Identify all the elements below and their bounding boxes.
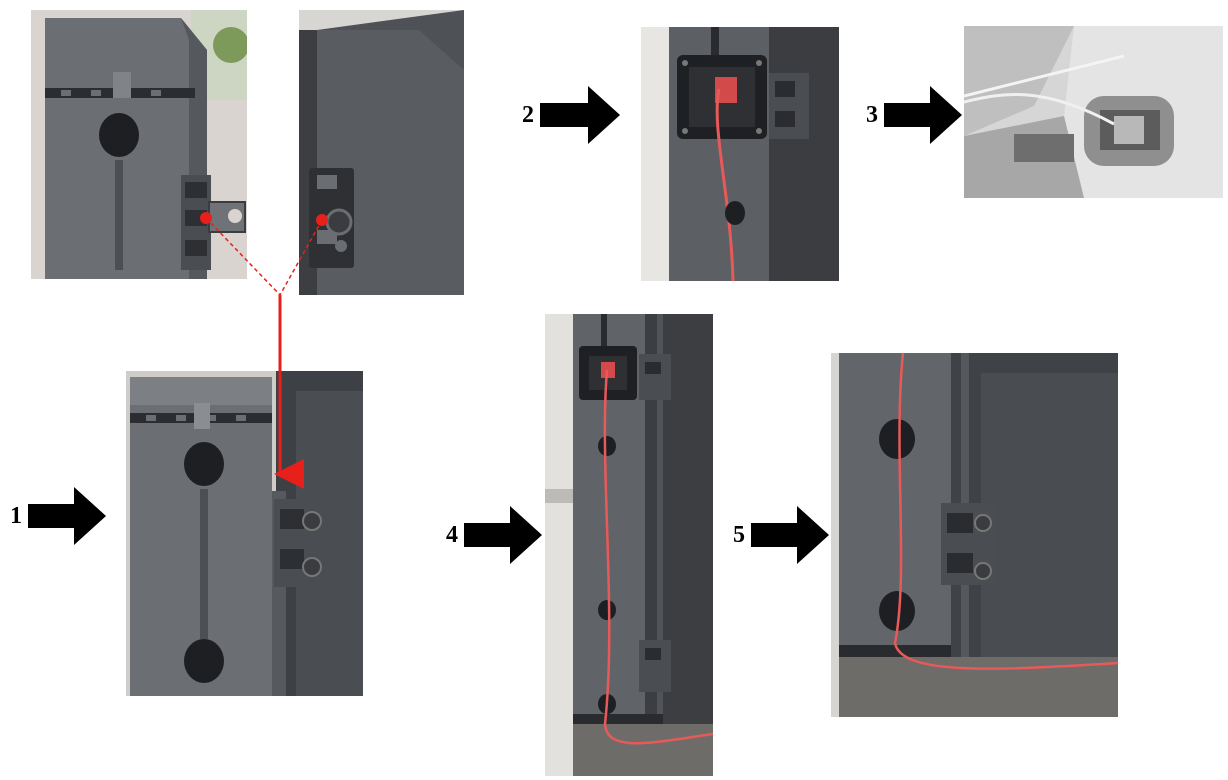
photo-step-4-image [545,314,713,776]
detail-photo-speaker-side-image [31,10,247,279]
step-4-number: 4 [446,522,458,548]
step-1-marker: 1 [10,487,106,545]
step-5-arrow-icon [751,506,829,564]
photo-step-2-image [641,27,839,281]
step-2-arrow-icon [540,86,620,144]
step-1-number: 1 [10,503,22,529]
photo-step-1 [126,371,363,696]
photo-step-5-image [831,353,1118,717]
photo-step-3-image [964,26,1223,198]
photo-step-4 [545,314,713,776]
step-5-marker: 5 [733,506,829,564]
photo-step-3 [964,26,1223,198]
step-4-marker: 4 [446,506,542,564]
step-2-number: 2 [522,102,534,128]
photo-step-5 [831,353,1118,717]
detail-photo-tv-side [299,10,464,295]
step-3-marker: 3 [866,86,962,144]
photo-step-1-image [126,371,363,696]
detail-photo-tv-side-image [299,10,464,295]
step-3-arrow-icon [884,86,962,144]
step-3-number: 3 [866,102,878,128]
photo-step-2 [641,27,839,281]
step-1-arrow-icon [28,487,106,545]
step-4-arrow-icon [464,506,542,564]
step-5-number: 5 [733,522,745,548]
step-2-marker: 2 [522,86,620,144]
detail-photo-speaker-side [31,10,247,279]
